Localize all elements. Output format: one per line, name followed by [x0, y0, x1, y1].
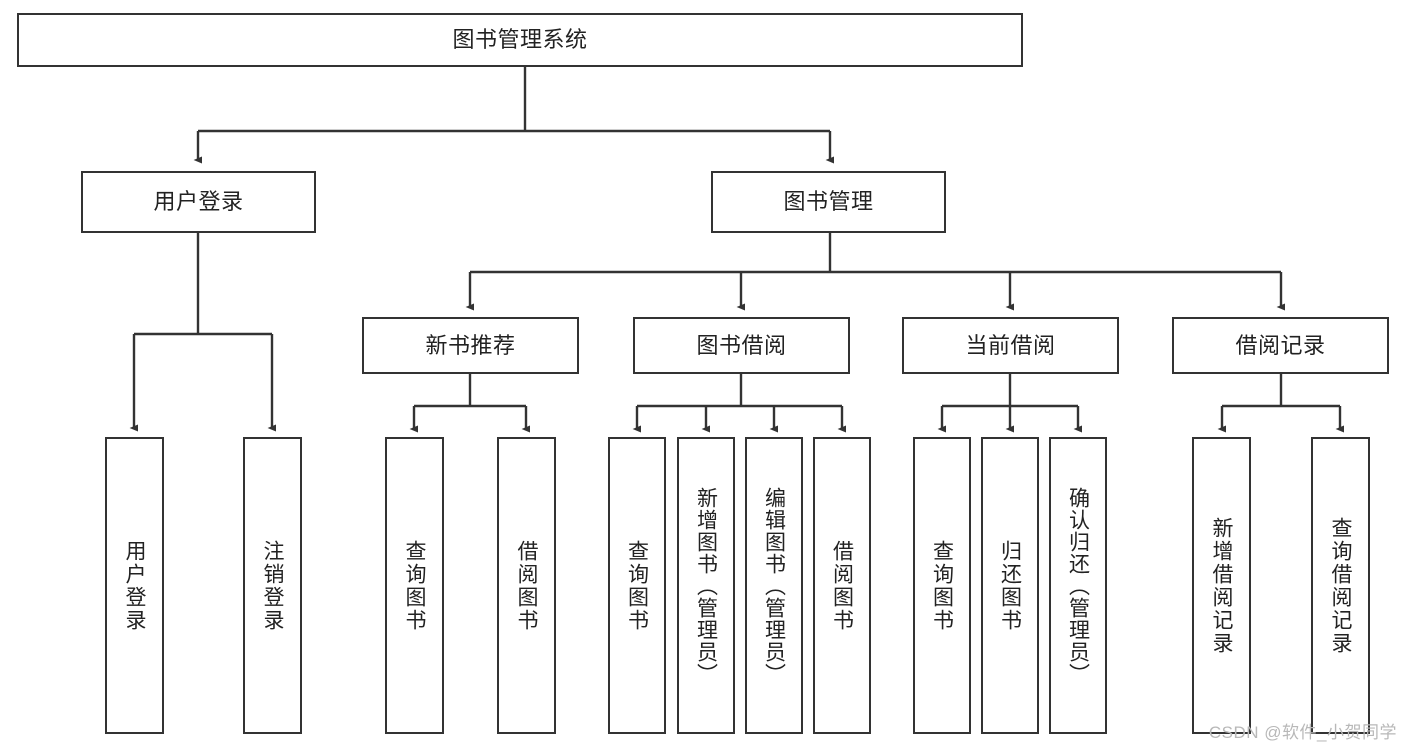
node-label: 图书管理: [783, 189, 874, 215]
node-label: 图书管理系统: [452, 27, 588, 53]
watermark-csdn: CSDN @软件_小贺同学: [1208, 723, 1397, 742]
node-label: 当前借阅: [965, 332, 1056, 358]
node-label: 借阅记录: [1235, 332, 1326, 358]
node-label: 查询图书: [625, 539, 649, 632]
node-user-login[interactable]: 用户登录: [81, 171, 316, 233]
node-leaf-borrow-book-new[interactable]: 借阅图书: [497, 437, 556, 734]
node-label: 借阅图书: [515, 539, 538, 632]
node-leaf-query-borrow-record[interactable]: 查询借阅记录: [1311, 437, 1370, 734]
node-label: 注销登录: [261, 539, 284, 632]
node-borrow-record[interactable]: 借阅记录: [1172, 317, 1389, 374]
node-leaf-return-book[interactable]: 归还图书: [981, 437, 1039, 734]
node-leaf-user-login[interactable]: 用户登录: [105, 437, 164, 734]
node-leaf-logout-login[interactable]: 注销登录: [243, 437, 302, 734]
node-label: 查询图书: [930, 539, 954, 632]
node-label: 借阅图书: [830, 539, 854, 632]
node-label: 查询图书: [403, 539, 426, 632]
node-leaf-query-book-borrow[interactable]: 查询图书: [608, 437, 666, 734]
node-root-book-management-system[interactable]: 图书管理系统: [17, 13, 1023, 67]
node-label: 图书借阅: [696, 332, 787, 358]
node-label: 确认归还（管理员）: [1066, 486, 1090, 685]
node-label: 用户登录: [123, 539, 146, 632]
node-label: 查询借阅记录: [1329, 516, 1352, 655]
node-label: 新增借阅记录: [1210, 516, 1233, 655]
node-label: 新增图书（管理员）: [694, 486, 718, 685]
node-label: 用户登录: [153, 189, 244, 215]
node-label: 新书推荐: [425, 332, 516, 358]
node-leaf-confirm-return-admin[interactable]: 确认归还（管理员）: [1049, 437, 1107, 734]
node-leaf-edit-book-admin[interactable]: 编辑图书（管理员）: [745, 437, 803, 734]
node-leaf-query-book-current[interactable]: 查询图书: [913, 437, 971, 734]
node-leaf-add-borrow-record[interactable]: 新增借阅记录: [1192, 437, 1251, 734]
node-book-borrow[interactable]: 图书借阅: [633, 317, 850, 374]
node-book-management[interactable]: 图书管理: [711, 171, 946, 233]
node-new-book-recommend[interactable]: 新书推荐: [362, 317, 579, 374]
node-label: 归还图书: [998, 539, 1022, 632]
node-leaf-query-book-new[interactable]: 查询图书: [385, 437, 444, 734]
node-current-borrow[interactable]: 当前借阅: [902, 317, 1119, 374]
node-leaf-borrow-book[interactable]: 借阅图书: [813, 437, 871, 734]
node-leaf-add-book-admin[interactable]: 新增图书（管理员）: [677, 437, 735, 734]
node-label: 编辑图书（管理员）: [762, 486, 786, 685]
